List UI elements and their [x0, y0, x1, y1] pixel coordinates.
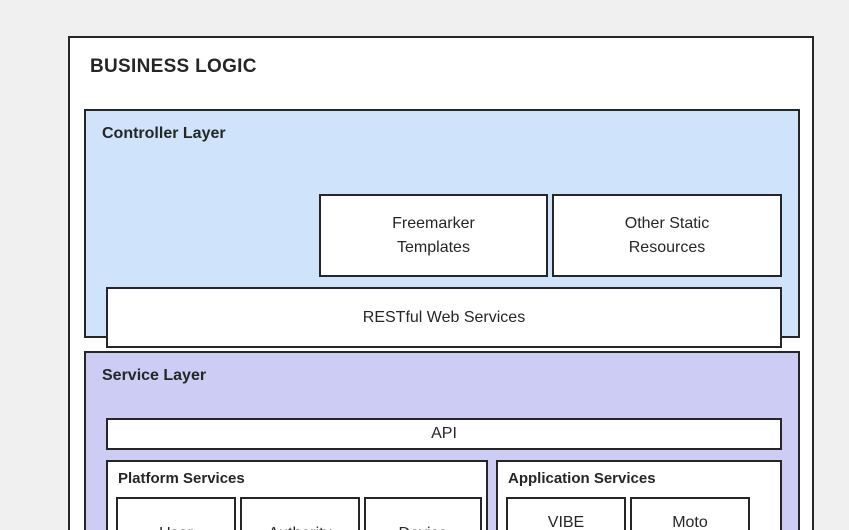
service-layer-title: Service Layer [102, 367, 207, 384]
service-layer: Service Layer API Platform Services User… [84, 351, 800, 530]
other-static-resources-line1: Other Static [624, 214, 710, 232]
platform-service-authority-line1: Authority [268, 522, 331, 530]
application-services-group: Application Services VIBE Flash Moto Fla… [496, 460, 782, 530]
application-service-vibe-flash: VIBE Flash [506, 497, 626, 530]
platform-services-group: Platform Services User Authority Device [106, 460, 488, 530]
platform-service-authority: Authority [240, 497, 360, 530]
application-service-moto-flash-line1: Moto [672, 513, 708, 530]
other-static-resources-line2: Resources [628, 238, 706, 256]
platform-services-title: Platform Services [118, 470, 245, 487]
platform-service-device: Device [364, 497, 482, 530]
other-static-resources-box: Other Static Resources [552, 194, 782, 277]
application-services-title: Application Services [508, 470, 656, 487]
platform-service-user: User [116, 497, 236, 530]
restful-web-services-box: RESTful Web Services [106, 287, 782, 348]
application-service-vibe-flash-line1: VIBE [547, 513, 585, 530]
application-service-moto-flash: Moto Flash [630, 497, 750, 530]
freemarker-templates-line1: Freemarker [392, 214, 475, 232]
api-box: API [106, 418, 782, 450]
business-logic-container: BUSINESS LOGIC Controller Layer Freemark… [68, 36, 814, 530]
freemarker-templates-box: Freemarker Templates [319, 194, 548, 277]
controller-layer: Controller Layer Freemarker Templates Ot… [84, 109, 800, 348]
platform-service-device-line1: Device [399, 522, 448, 530]
controller-layer-title: Controller Layer [102, 125, 226, 142]
platform-service-user-line1: User [159, 522, 193, 530]
freemarker-templates-line2: Templates [397, 238, 470, 256]
page-title: BUSINESS LOGIC [90, 56, 257, 77]
